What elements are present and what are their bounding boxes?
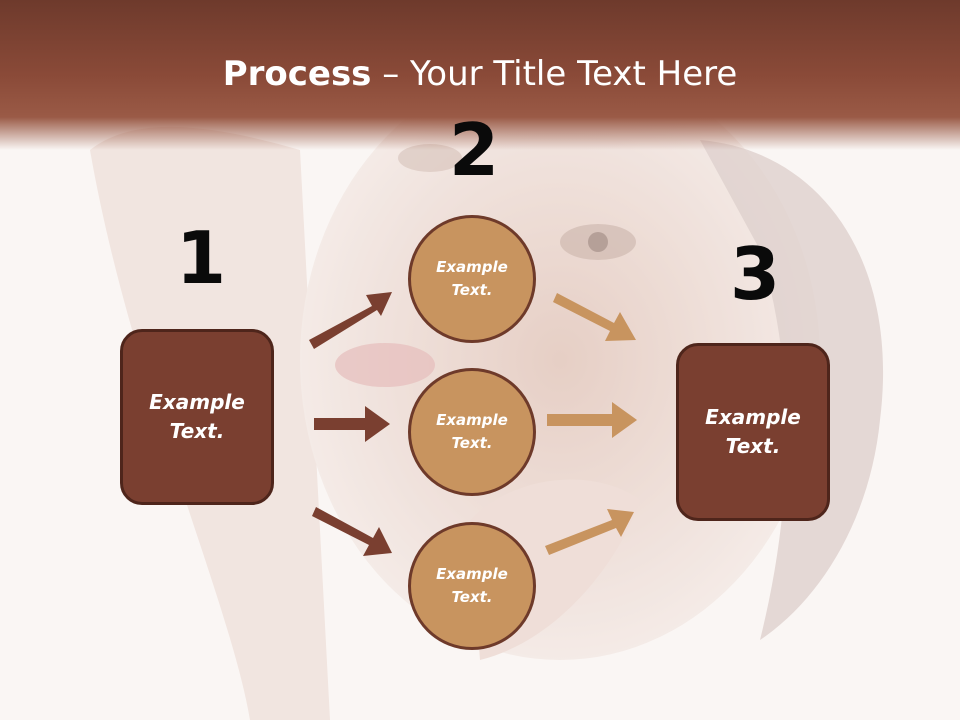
right-process-box[interactable]: Example Text. (676, 343, 830, 521)
step-number-3: 3 (730, 232, 781, 316)
title-band (0, 0, 960, 150)
circle-bottom-text: Example Text. (436, 565, 508, 606)
arrow-left-to-bottom (312, 507, 392, 556)
circle-middle[interactable]: Example Text. (408, 368, 536, 496)
arrow-left-to-top (309, 292, 392, 349)
title-rest-part: – Your Title Text Here (371, 54, 738, 94)
left-process-box[interactable]: Example Text. (120, 329, 274, 505)
step-number-1: 1 (176, 216, 227, 300)
arrow-left-to-middle (314, 406, 390, 442)
circle-top-text: Example Text. (436, 258, 508, 299)
step-number-2: 2 (449, 108, 500, 192)
slide-title: Process – Your Title Text Here (0, 52, 960, 96)
circle-bottom[interactable]: Example Text. (408, 522, 536, 650)
left-box-text: Example Text. (149, 390, 245, 443)
arrow-top-to-right (553, 293, 636, 341)
arrow-bottom-to-right (545, 509, 634, 555)
title-bold-part: Process (222, 54, 372, 94)
right-box-text: Example Text. (705, 405, 801, 458)
circle-middle-text: Example Text. (436, 411, 508, 452)
circle-top[interactable]: Example Text. (408, 215, 536, 343)
arrow-middle-to-right (547, 402, 637, 438)
